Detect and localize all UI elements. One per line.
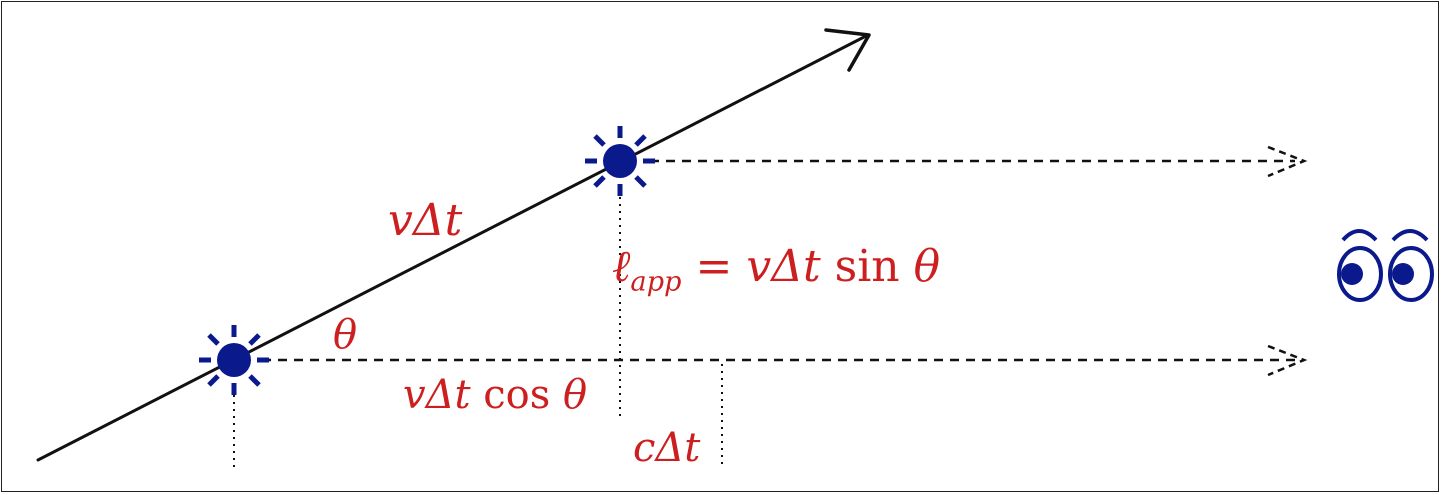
source-early-icon [199,325,269,395]
observer-eyes-icon [1337,229,1434,302]
label-l-app-subscript: app [630,266,682,298]
light-ray-lower-arrowhead [1267,344,1308,377]
trajectory-line [36,34,868,462]
label-v-dt: vΔt [388,195,463,246]
label-l-app-sin: sin [834,241,900,292]
label-theta: θ [333,312,358,358]
label-l-app-symbol: ℓ [612,241,631,292]
label-l-app-theta: θ [899,241,941,292]
label-c-dt: cΔt [633,425,701,471]
source-late-icon [585,126,655,196]
label-v-dt-cos-fn: cos [483,372,551,418]
light-ray-upper-arrowhead [1267,145,1308,178]
trajectory-arrowhead [824,28,871,72]
label-v-dt-cos-prefix: vΔt [403,372,484,418]
label-l-app-equation: ℓapp = vΔt sin θ [612,245,940,296]
label-l-app-rhs: = vΔt [681,241,835,292]
label-v-dt-cos-theta-sym: θ [550,372,588,418]
label-v-dt-cos-theta: vΔt cos θ [403,375,587,415]
